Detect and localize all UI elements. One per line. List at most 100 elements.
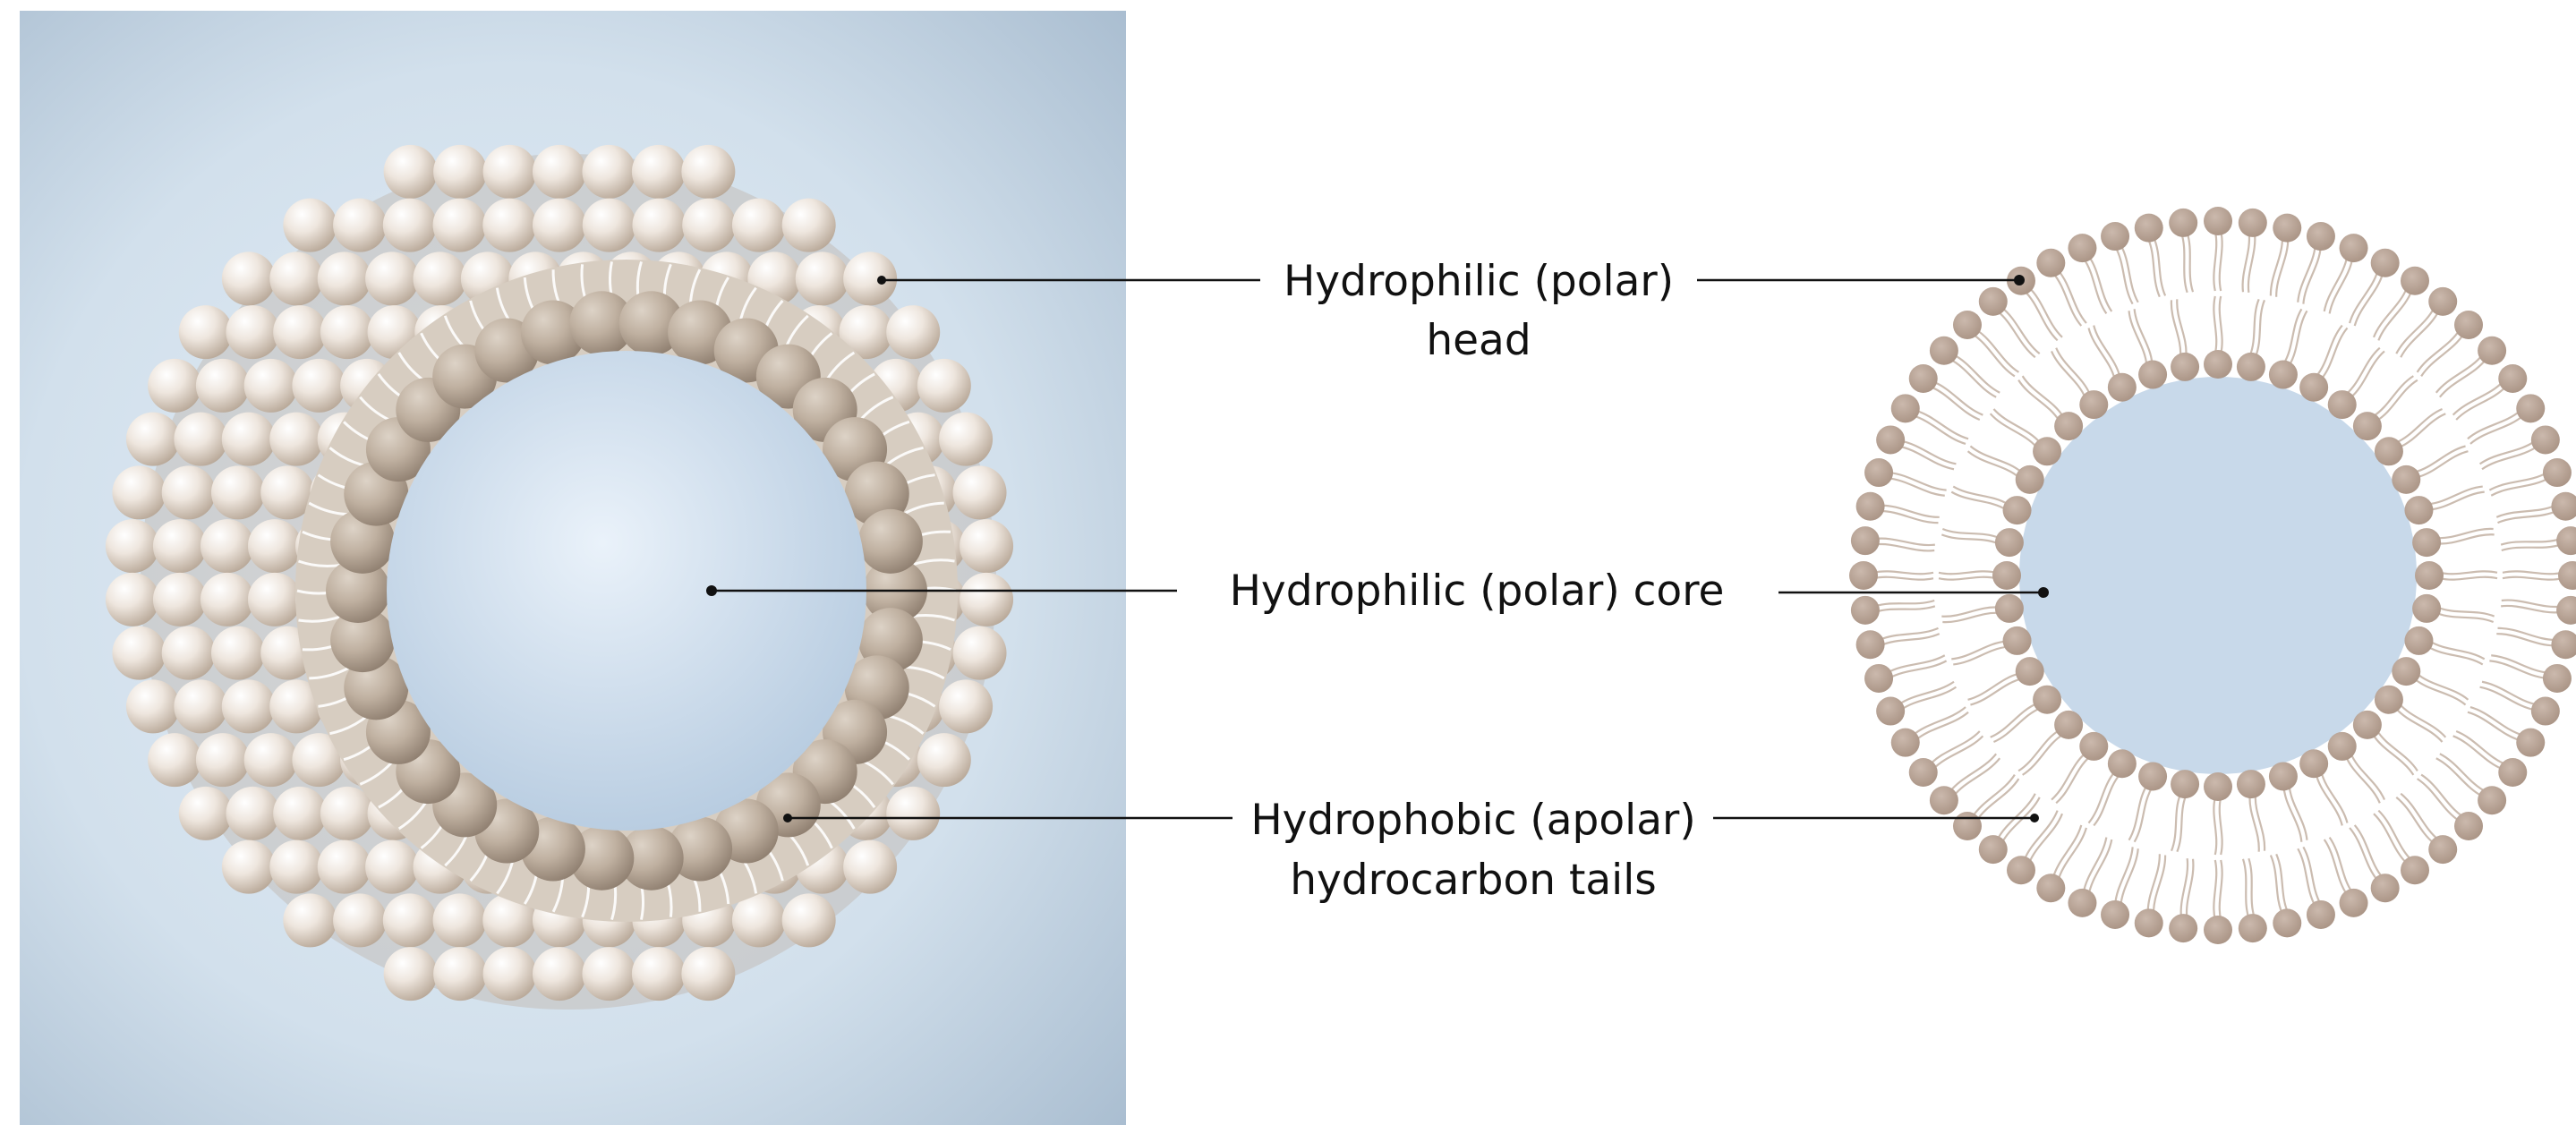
inner-head-bead bbox=[326, 558, 390, 623]
schematic-tail bbox=[1932, 735, 1984, 771]
schematic-tail bbox=[2213, 797, 2218, 856]
outer-head-bead bbox=[413, 251, 467, 306]
schematic-tail bbox=[2501, 599, 2562, 609]
schematic-tail bbox=[1912, 706, 1966, 737]
schematic-tail bbox=[2500, 538, 2562, 546]
outer-head-bead bbox=[939, 412, 994, 466]
schematic-tail bbox=[1874, 605, 1936, 613]
schematic-tail bbox=[1975, 778, 2020, 822]
inner-polar-head bbox=[2404, 496, 2434, 525]
schematic-tail bbox=[2302, 846, 2322, 906]
schematic-tail bbox=[1929, 385, 1981, 422]
schematic-tail bbox=[2055, 755, 2091, 805]
outer-head-bead bbox=[681, 144, 736, 199]
outer-polar-head bbox=[2498, 758, 2528, 788]
inner-polar-head bbox=[1994, 593, 2024, 623]
schematic-tail bbox=[1889, 472, 1947, 491]
schematic-tail bbox=[2297, 848, 2316, 907]
schematic-tail bbox=[2146, 237, 2161, 298]
schematic-tail bbox=[2377, 290, 2413, 341]
inner-polar-head bbox=[2352, 710, 2382, 739]
outer-head-bead bbox=[681, 947, 736, 1001]
inner-polar-head bbox=[2204, 772, 2232, 801]
schematic-tail bbox=[2376, 729, 2418, 771]
schematic-tail bbox=[2394, 707, 2444, 743]
schematic-tail bbox=[2373, 813, 2408, 865]
outer-head-bead bbox=[148, 733, 202, 788]
outer-polar-head bbox=[2551, 630, 2576, 660]
schematic-tail bbox=[2350, 753, 2385, 800]
schematic-tail bbox=[2469, 706, 2524, 737]
outer-head-bead bbox=[632, 198, 687, 252]
schematic-tail bbox=[2186, 232, 2195, 293]
schematic-tail bbox=[2320, 771, 2349, 823]
schematic-tail bbox=[2315, 774, 2343, 826]
outer-polar-head bbox=[2134, 213, 2163, 243]
schematic-tail bbox=[2455, 729, 2507, 766]
outer-head-bead bbox=[731, 198, 786, 252]
schematic-tail bbox=[2398, 703, 2447, 738]
schematic-tail bbox=[2082, 257, 2108, 315]
schematic-tail bbox=[2028, 286, 2063, 338]
schematic-tail bbox=[1990, 703, 2037, 738]
outer-polar-head bbox=[2036, 874, 2066, 903]
schematic-tail bbox=[1874, 599, 1935, 608]
schematic-tail bbox=[2282, 787, 2303, 842]
schematic-tail bbox=[1950, 490, 2007, 511]
outer-polar-head bbox=[2478, 786, 2507, 815]
schematic-tail bbox=[2436, 611, 2495, 623]
schematic-tail bbox=[2275, 853, 2290, 914]
outer-head-bead bbox=[320, 305, 374, 360]
schematic-tail bbox=[2349, 269, 2379, 324]
schematic-tail bbox=[2479, 686, 2536, 712]
outer-head-bead bbox=[260, 465, 315, 520]
schematic-tail bbox=[2269, 236, 2284, 296]
schematic-tail bbox=[2087, 255, 2113, 312]
outer-head-bead bbox=[226, 305, 280, 360]
inner-head-bead bbox=[520, 300, 585, 365]
outer-head-bead bbox=[161, 626, 216, 680]
schematic-tail bbox=[2436, 527, 2494, 540]
tail-strand bbox=[309, 665, 352, 680]
schematic-tail bbox=[2488, 472, 2548, 491]
outer-polar-head bbox=[1978, 286, 2008, 316]
tail-strand bbox=[911, 558, 955, 567]
schematic-tail bbox=[2497, 510, 2557, 524]
outer-head-bead bbox=[731, 893, 786, 948]
outer-polar-head bbox=[2169, 208, 2198, 237]
outer-head-bead bbox=[148, 358, 202, 413]
inner-polar-head bbox=[2107, 372, 2137, 402]
outer-head-bead bbox=[152, 519, 207, 574]
outer-polar-head bbox=[2516, 394, 2546, 423]
outer-polar-head bbox=[1855, 630, 1885, 660]
schematic-tail bbox=[1915, 711, 1969, 742]
core-leader-dot-left bbox=[706, 585, 717, 596]
inner-polar-head bbox=[2268, 360, 2298, 389]
schematic-tail bbox=[2213, 230, 2218, 292]
schematic-tail bbox=[1875, 537, 1935, 547]
schematic-tail bbox=[2218, 295, 2223, 354]
outer-polar-head bbox=[2238, 208, 2267, 237]
outer-polar-head bbox=[1850, 526, 1880, 556]
schematic-tail bbox=[2414, 445, 2466, 473]
schematic-tail bbox=[2213, 859, 2218, 921]
schematic-tail bbox=[2372, 734, 2415, 776]
outer-head-bead bbox=[795, 251, 849, 306]
liposome-cross-section-schematic bbox=[1849, 207, 2576, 944]
inner-polar-head bbox=[2392, 657, 2421, 686]
tail-strand bbox=[297, 559, 342, 568]
schematic-tail bbox=[1975, 328, 2019, 373]
schematic-tail bbox=[2027, 813, 2064, 865]
schematic-tail bbox=[2120, 244, 2139, 303]
outer-head-bead bbox=[125, 679, 180, 734]
schematic-tail bbox=[2372, 375, 2414, 418]
leader-lines bbox=[706, 275, 2049, 822]
outer-polar-head bbox=[2306, 222, 2335, 251]
schematic-tail bbox=[2021, 375, 2064, 417]
schematic-tail bbox=[2416, 328, 2461, 373]
outer-polar-head bbox=[2558, 561, 2576, 590]
outer-head-bead bbox=[333, 198, 388, 252]
outer-polar-head bbox=[2370, 248, 2400, 277]
outer-head-bead bbox=[839, 305, 893, 360]
